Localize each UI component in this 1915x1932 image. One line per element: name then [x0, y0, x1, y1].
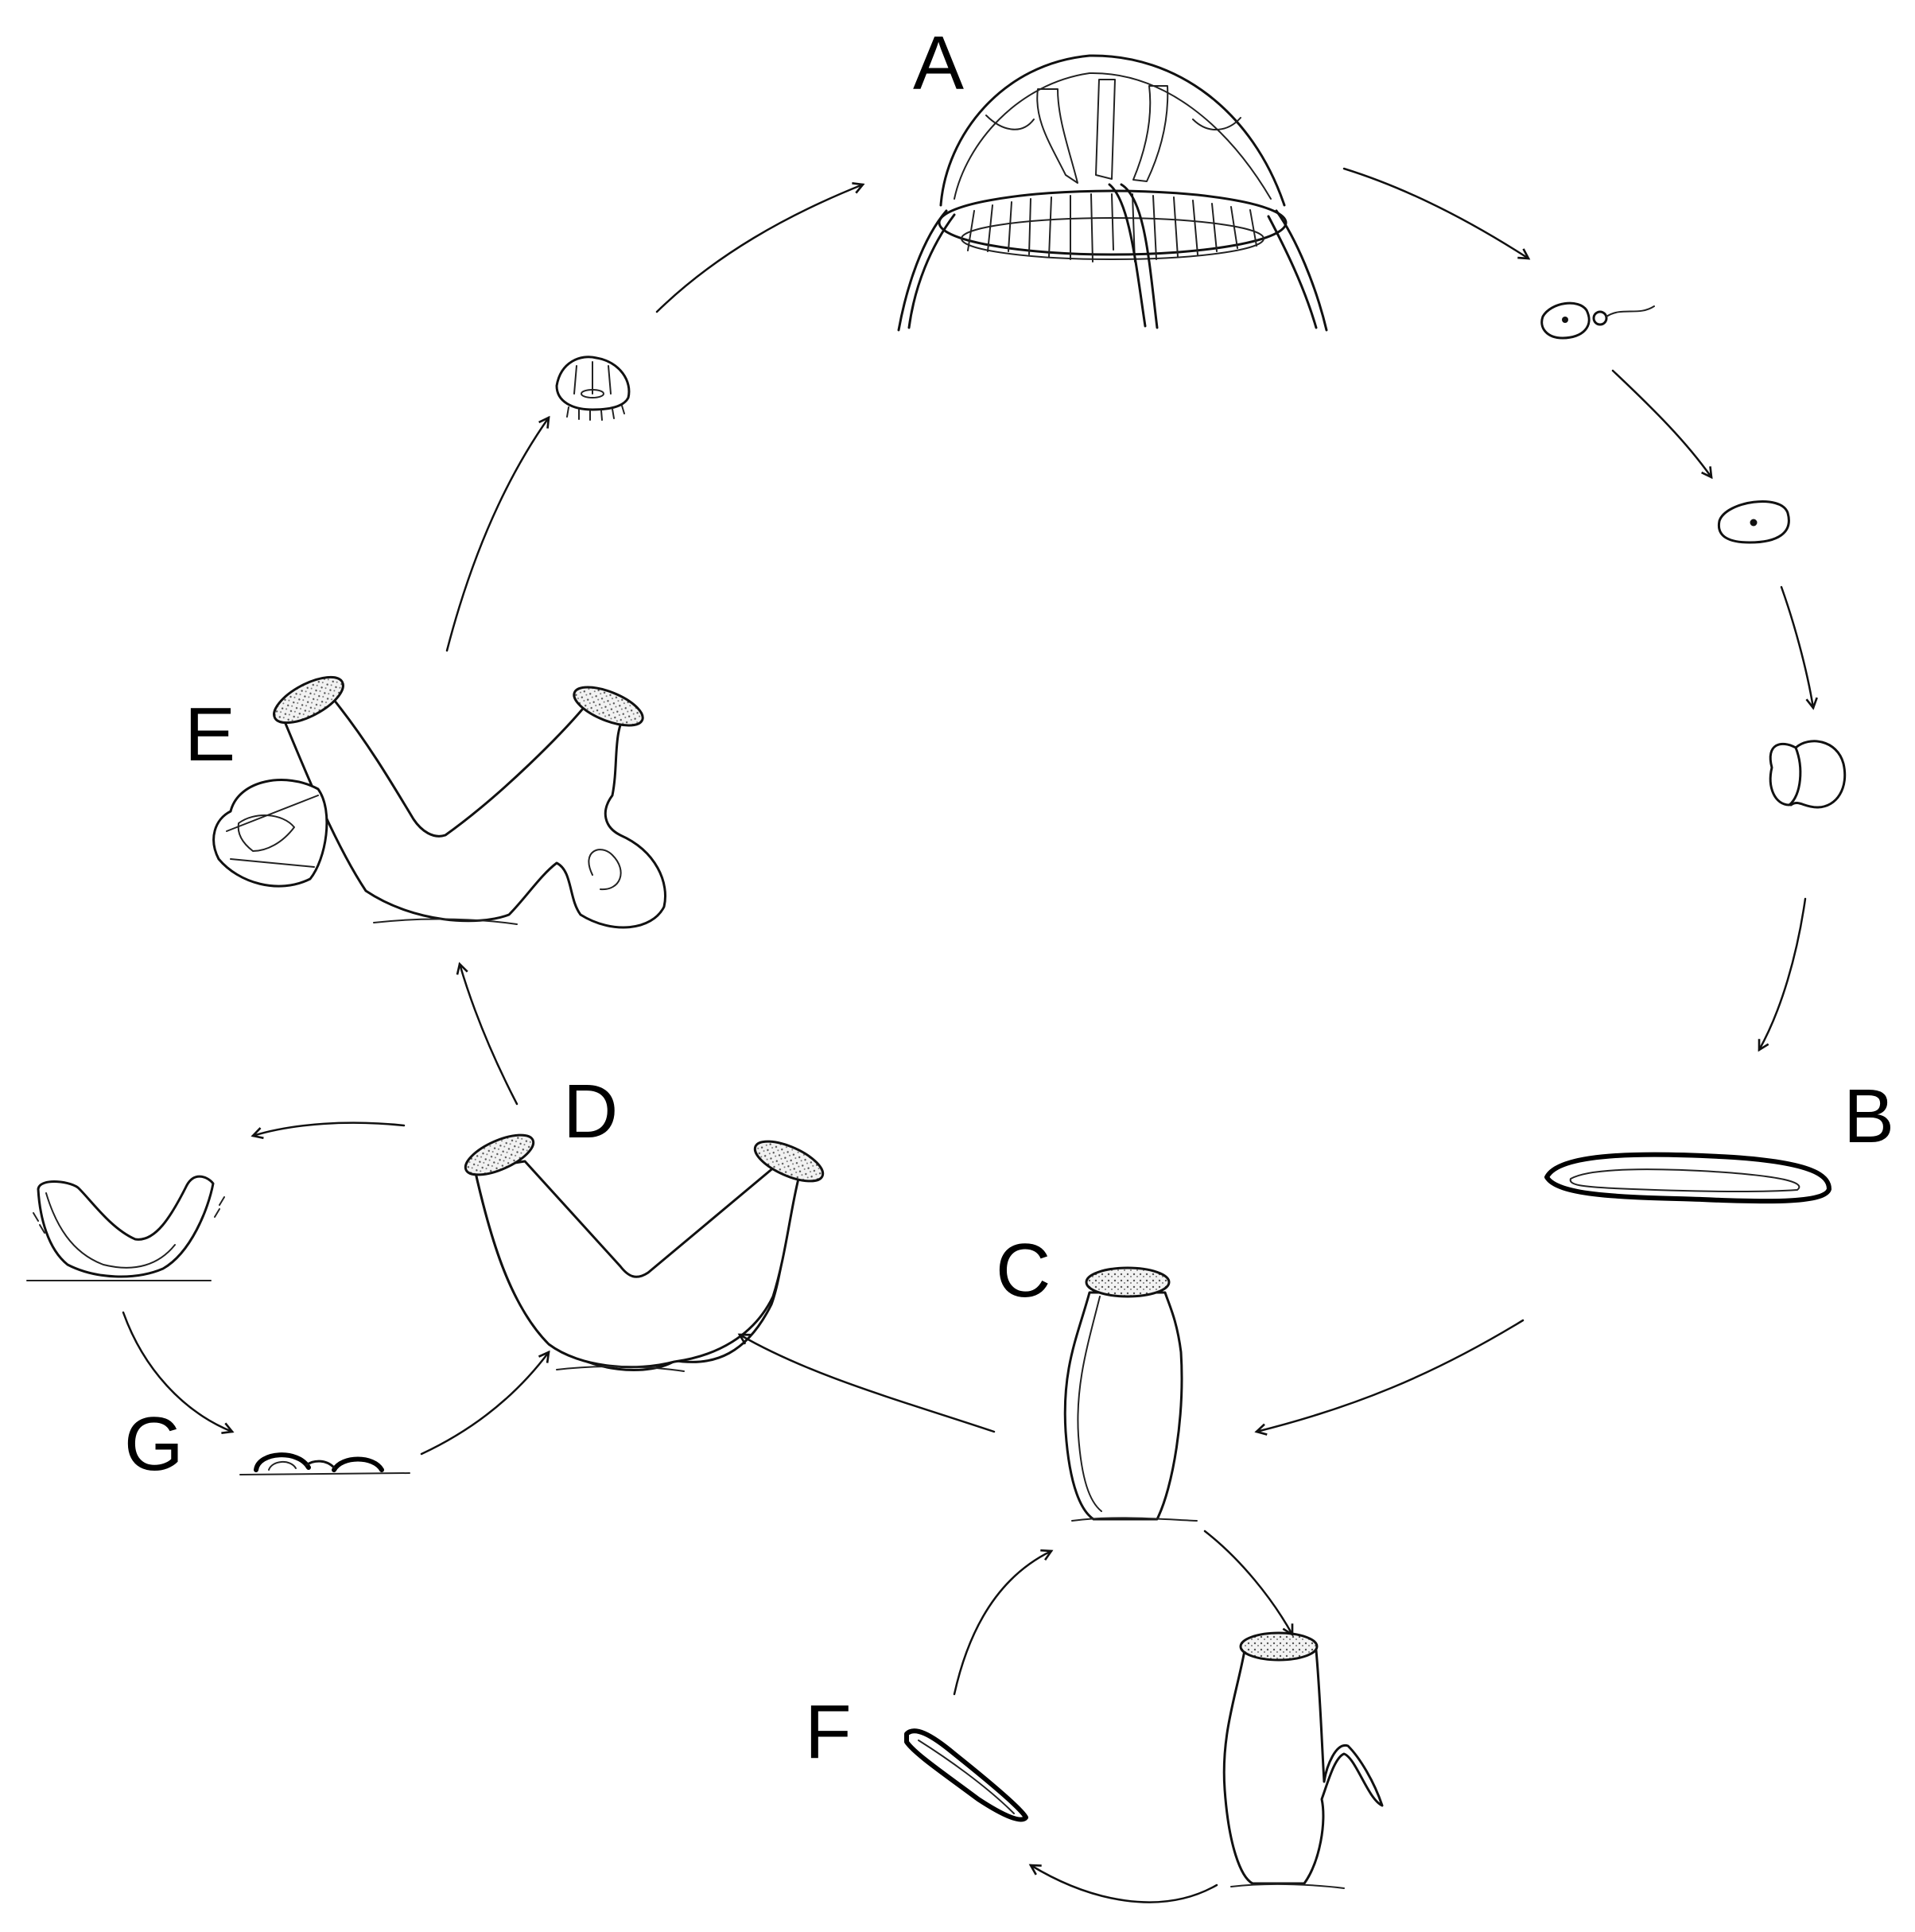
arrow-a-to-larva [1342, 167, 1529, 259]
strobilating-colony-illustration [212, 675, 666, 929]
label-g: G [124, 1401, 184, 1487]
arrow-g-to-d [420, 1352, 549, 1456]
regressing-polyp-illustration [26, 1175, 225, 1281]
arrow-zygote-to-two-cell [1780, 585, 1813, 708]
arrow-d-to-e [460, 964, 519, 1106]
label-c: C [996, 1228, 1051, 1313]
label-d: D [563, 1069, 618, 1154]
cycle-arrows [122, 167, 1813, 1903]
ciliated-larva-illustration [1540, 301, 1655, 340]
arrow-budding-to-f [1031, 1865, 1218, 1903]
arrow-regressing-to-g [122, 1311, 232, 1432]
arrow-c-to-budding [1203, 1530, 1292, 1635]
arrow-e-to-ephyra [445, 418, 549, 652]
polyp-colony-illustration [464, 1133, 825, 1372]
arrow-f-to-c [953, 1551, 1051, 1696]
arrow-c-to-d [740, 1335, 996, 1433]
arrow-ephyra-to-a [655, 185, 863, 313]
planula-illustration [1544, 1152, 1831, 1204]
medusa-illustration [897, 54, 1328, 332]
zygote-illustration [1717, 500, 1790, 544]
arrow-two-cell-to-b [1759, 897, 1807, 1050]
label-f: F [805, 1689, 852, 1775]
label-e: E [185, 692, 235, 777]
polyp-illustration [1063, 1266, 1198, 1522]
label-a: A [913, 21, 964, 106]
arrow-b-to-c [1257, 1319, 1525, 1432]
arrow-d-to-regressing [253, 1121, 406, 1136]
label-b: B [1843, 1074, 1894, 1159]
ephyra-illustration [555, 356, 631, 421]
arrow-larva-to-zygote [1611, 369, 1711, 477]
podocyst-illustration [239, 1452, 410, 1475]
frustule-illustration [904, 1728, 1028, 1822]
two-cell-stage-illustration [1769, 740, 1847, 809]
budding-polyp-illustration [1222, 1631, 1384, 1889]
